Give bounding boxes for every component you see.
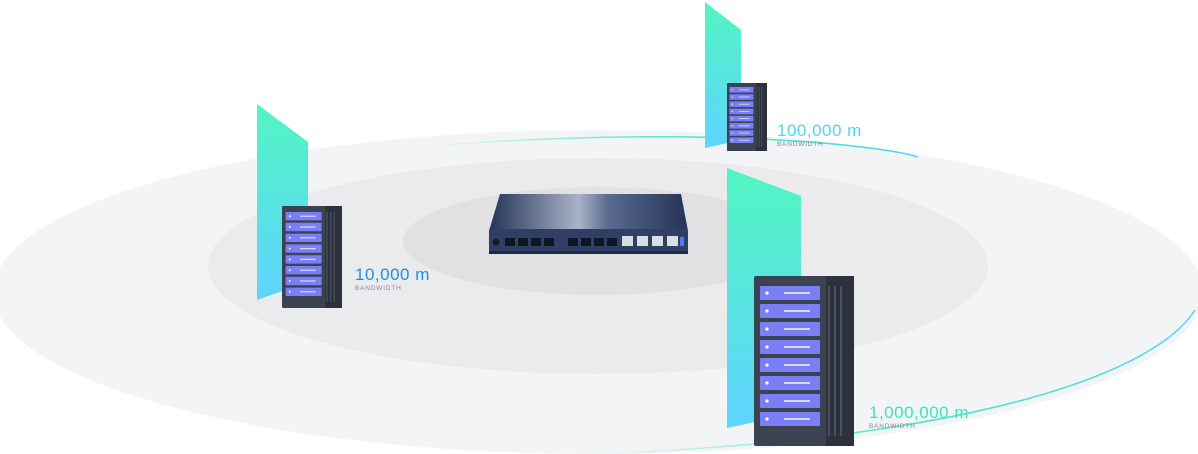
range-metric-far: 100,000 m BANDWIDTH: [777, 121, 862, 149]
bandwidth-caption: BANDWIDTH: [355, 285, 402, 292]
range-metric-near: 10,000 m BANDWIDTH: [355, 265, 430, 293]
distance-value: 1,000,000 m: [869, 403, 970, 422]
server-rack-icon: [727, 168, 854, 446]
range-arc-outer: [597, 309, 1196, 454]
server-rack-icon: [705, 2, 767, 151]
bandwidth-caption: BANDWIDTH: [869, 423, 916, 430]
network-switch-icon: [489, 194, 688, 254]
range-metric-wide: 1,000,000 m BANDWIDTH: [869, 403, 969, 431]
server-rack-icon: [257, 104, 342, 308]
bandwidth-caption: BANDWIDTH: [777, 141, 824, 148]
distance-value: 10,000 m: [355, 265, 430, 284]
distance-value: 100,000 m: [777, 121, 862, 140]
